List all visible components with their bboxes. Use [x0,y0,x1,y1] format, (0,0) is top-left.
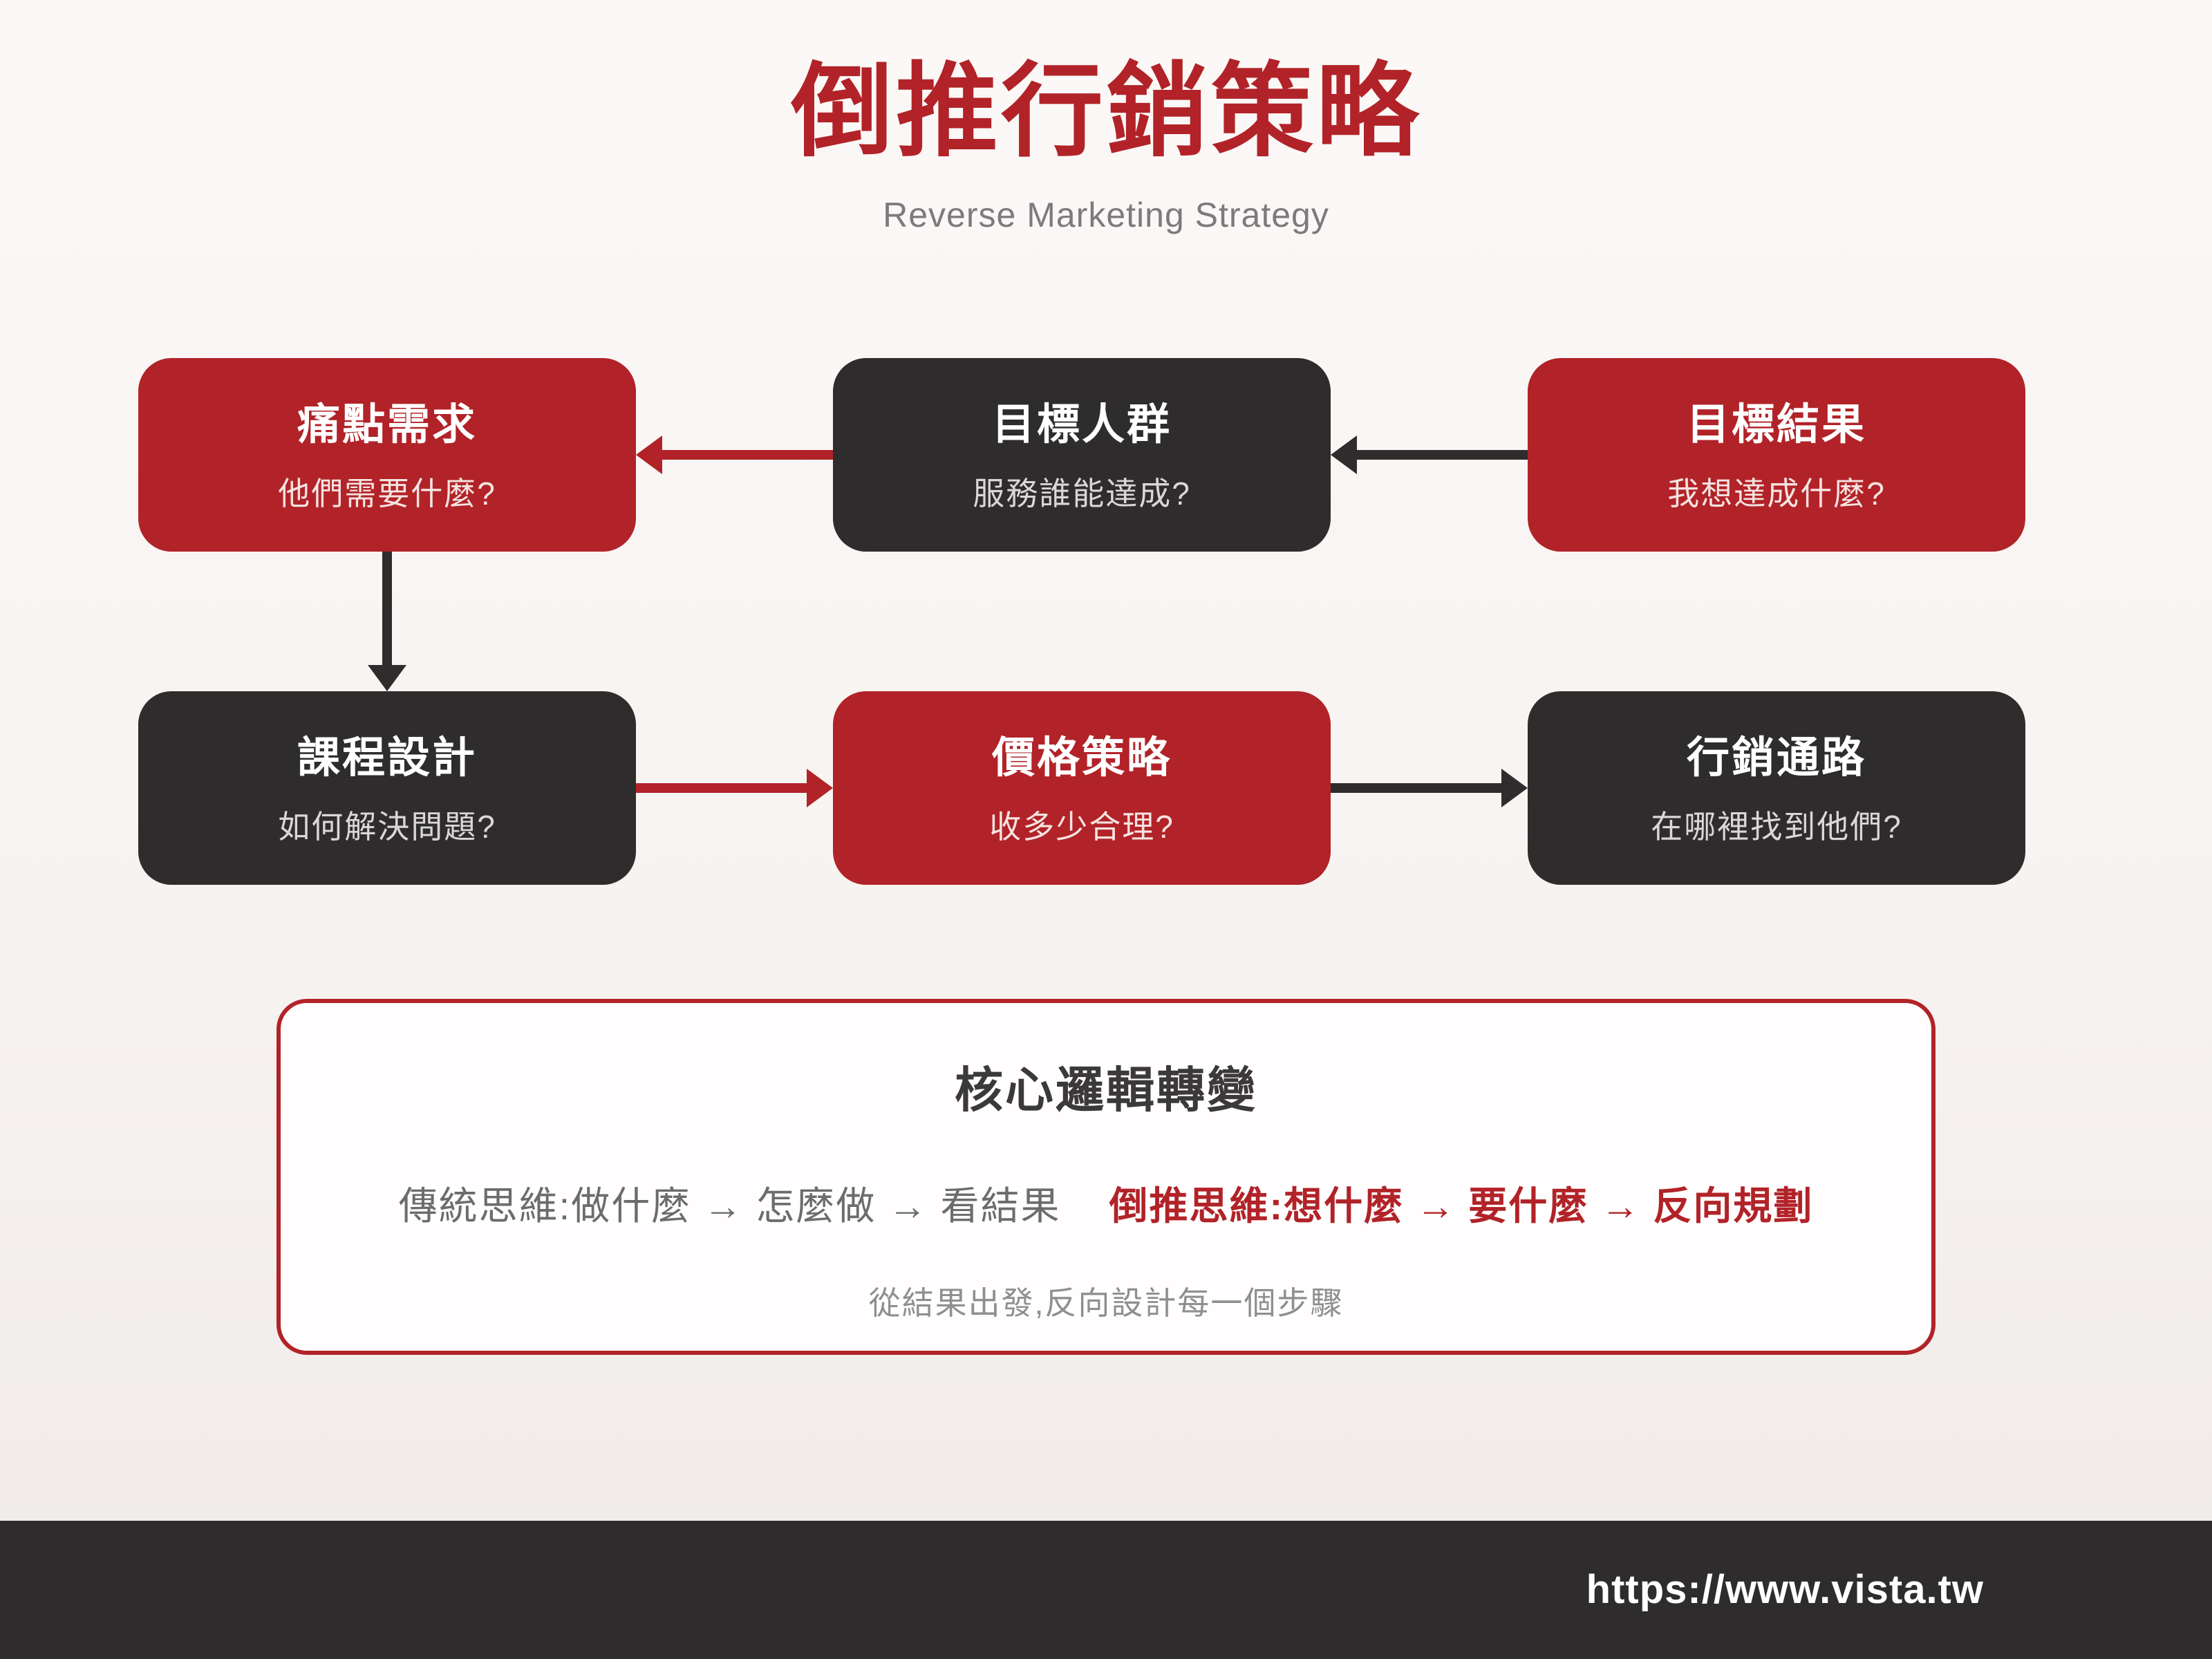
core-logic-title: 核心邏輯轉變 [955,1063,1257,1117]
node-question: 如何解決問題? [278,809,496,845]
node-question: 我想達成什麼? [1667,476,1886,512]
arrow-down-icon [368,552,406,691]
core-logic-note: 從結果出發,反向設計每一個步驟 [868,1285,1344,1321]
arrow-shaft [636,783,809,793]
arrow-shaft [382,552,392,668]
node-question: 在哪裡找到他們? [1651,809,1902,845]
node-title: 痛點需求 [297,401,477,449]
node-question: 服務誰能達成? [973,476,1191,512]
node-title: 目標結果 [1686,401,1866,449]
reverse-thinking-text: 倒推思維:想什麼 → 要什麼 → 反向規劃 [1109,1184,1814,1228]
arrow-shaft [1354,450,1528,460]
node-target-audience: 目標人群 服務誰能達成? [833,358,1331,552]
node-pain-points: 痛點需求 他們需要什麼? [138,358,636,552]
page-subtitle: Reverse Marketing Strategy [883,196,1329,234]
node-title: 行銷通路 [1686,734,1866,782]
arrow-right-icon [1331,769,1528,807]
node-pricing-strategy: 價格策略 收多少合理? [833,691,1331,885]
arrow-shaft [1331,783,1504,793]
arrowhead [807,769,833,807]
arrow-left-icon [636,435,833,474]
node-target-result: 目標結果 我想達成什麼? [1528,358,2025,552]
footer-bar: https://www.vista.tw [0,1521,2212,1659]
arrowhead [636,435,662,474]
arrowhead [1501,769,1528,807]
arrowhead [1331,435,1357,474]
core-logic-comparison: 傳統思維:做什麼 → 怎麼做 → 看結果 倒推思維:想什麼 → 要什麼 → 反向… [281,1184,1931,1228]
node-title: 價格策略 [991,734,1172,782]
traditional-thinking-text: 傳統思維:做什麼 → 怎麼做 → 看結果 [398,1184,1061,1228]
page-title: 倒推行銷策略 [791,55,1421,169]
arrow-right-icon [636,769,833,807]
arrow-shaft [659,450,833,460]
node-course-design: 課程設計 如何解決問題? [138,691,636,885]
node-question: 收多少合理? [989,809,1174,845]
node-title: 目標人群 [991,401,1172,449]
core-logic-panel: 核心邏輯轉變 傳統思維:做什麼 → 怎麼做 → 看結果 倒推思維:想什麼 → 要… [276,999,1936,1355]
node-question: 他們需要什麼? [278,476,496,512]
arrow-left-icon [1331,435,1528,474]
footer-url: https://www.vista.tw [1586,1567,1984,1612]
node-marketing-channels: 行銷通路 在哪裡找到他們? [1528,691,2025,885]
arrowhead [368,665,406,691]
node-title: 課程設計 [297,734,477,782]
